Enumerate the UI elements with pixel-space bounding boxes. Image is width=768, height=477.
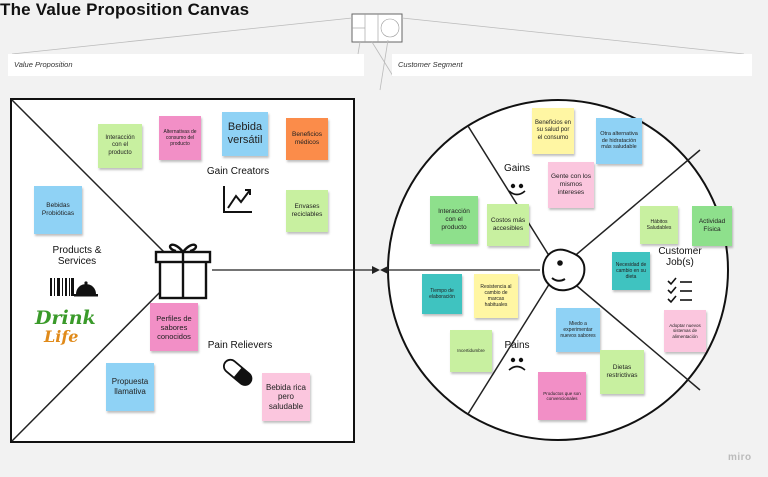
customer-face-icon	[541, 248, 586, 292]
sticky-note[interactable]: Otra alternativa de hidratación más salu…	[596, 118, 642, 164]
barcode-icon	[50, 278, 74, 296]
sticky-note[interactable]: Dietas restrictivas	[600, 350, 644, 394]
brand-logo-drink: Drink	[35, 307, 96, 329]
sticky-note[interactable]: Envases reciclables	[286, 190, 328, 232]
sticky-note[interactable]: Tiempo de elaboración	[422, 274, 462, 314]
sticky-note[interactable]: Costos más accesibles	[487, 204, 529, 246]
sticky-note[interactable]: Necesidad de cambio en su dieta	[612, 252, 650, 290]
gain-creators-label: Gain Creators	[206, 166, 270, 177]
miro-watermark: miro	[728, 452, 752, 463]
serving-dish-icon	[74, 281, 98, 297]
page-title: The Value Proposition Canvas	[0, 0, 250, 19]
customer-jobs-label: Customer Job(s)	[658, 246, 702, 268]
chart-up-icon	[223, 186, 252, 213]
sticky-note[interactable]: Gente con los mismos intereses	[548, 162, 594, 208]
sticky-note[interactable]: Bebidas Probióticas	[34, 186, 82, 234]
customer-segment-label: Customer Segment	[392, 54, 752, 76]
pain-relievers-label: Pain Relievers	[207, 340, 273, 351]
sticky-note[interactable]: Alternativas de consumo del producto	[159, 116, 201, 160]
sticky-note[interactable]: Perfiles de sabores conocidos	[150, 303, 198, 351]
canvas-connector-lines	[11, 13, 745, 91]
sticky-note[interactable]: Incertidumbre	[450, 330, 492, 372]
sticky-note[interactable]: Actividad Física	[692, 206, 732, 246]
gains-label: Gains	[503, 163, 531, 174]
sticky-note[interactable]: Interacción con el producto	[98, 124, 142, 168]
sticky-note[interactable]: Interacción con el producto	[430, 196, 478, 244]
sticky-note[interactable]: Resistencia al cambio de marcas habitual…	[474, 274, 518, 318]
sticky-note[interactable]: Beneficios médicos	[286, 118, 328, 160]
sticky-note[interactable]: Hábitos Saludables	[640, 206, 678, 244]
sticky-note[interactable]: Beneficios en su salud por el consumo	[532, 108, 574, 154]
sticky-note[interactable]: Adoptar nuevos sistemas de alimentación	[664, 310, 706, 352]
sticky-note[interactable]: Bebida versátil	[222, 112, 268, 156]
sticky-note[interactable]: Miedo a experimentar nuevos sabores	[556, 308, 600, 352]
value-proposition-label: Value Proposition	[8, 54, 364, 76]
sticky-note[interactable]: Bebida rica pero saludable	[262, 373, 310, 421]
checklist-icon	[667, 277, 692, 304]
brand-logo-life: Life	[44, 327, 79, 346]
frown-icon	[508, 357, 526, 371]
gift-icon	[154, 243, 212, 300]
pains-label: Pains	[504, 340, 530, 351]
sticky-note[interactable]: Propuesta llamativa	[106, 363, 154, 411]
products-services-label: Products & Services	[52, 245, 102, 267]
smile-icon	[508, 183, 526, 196]
sticky-note[interactable]: Productos que son convencionales	[538, 372, 586, 420]
pill-icon	[223, 358, 253, 386]
